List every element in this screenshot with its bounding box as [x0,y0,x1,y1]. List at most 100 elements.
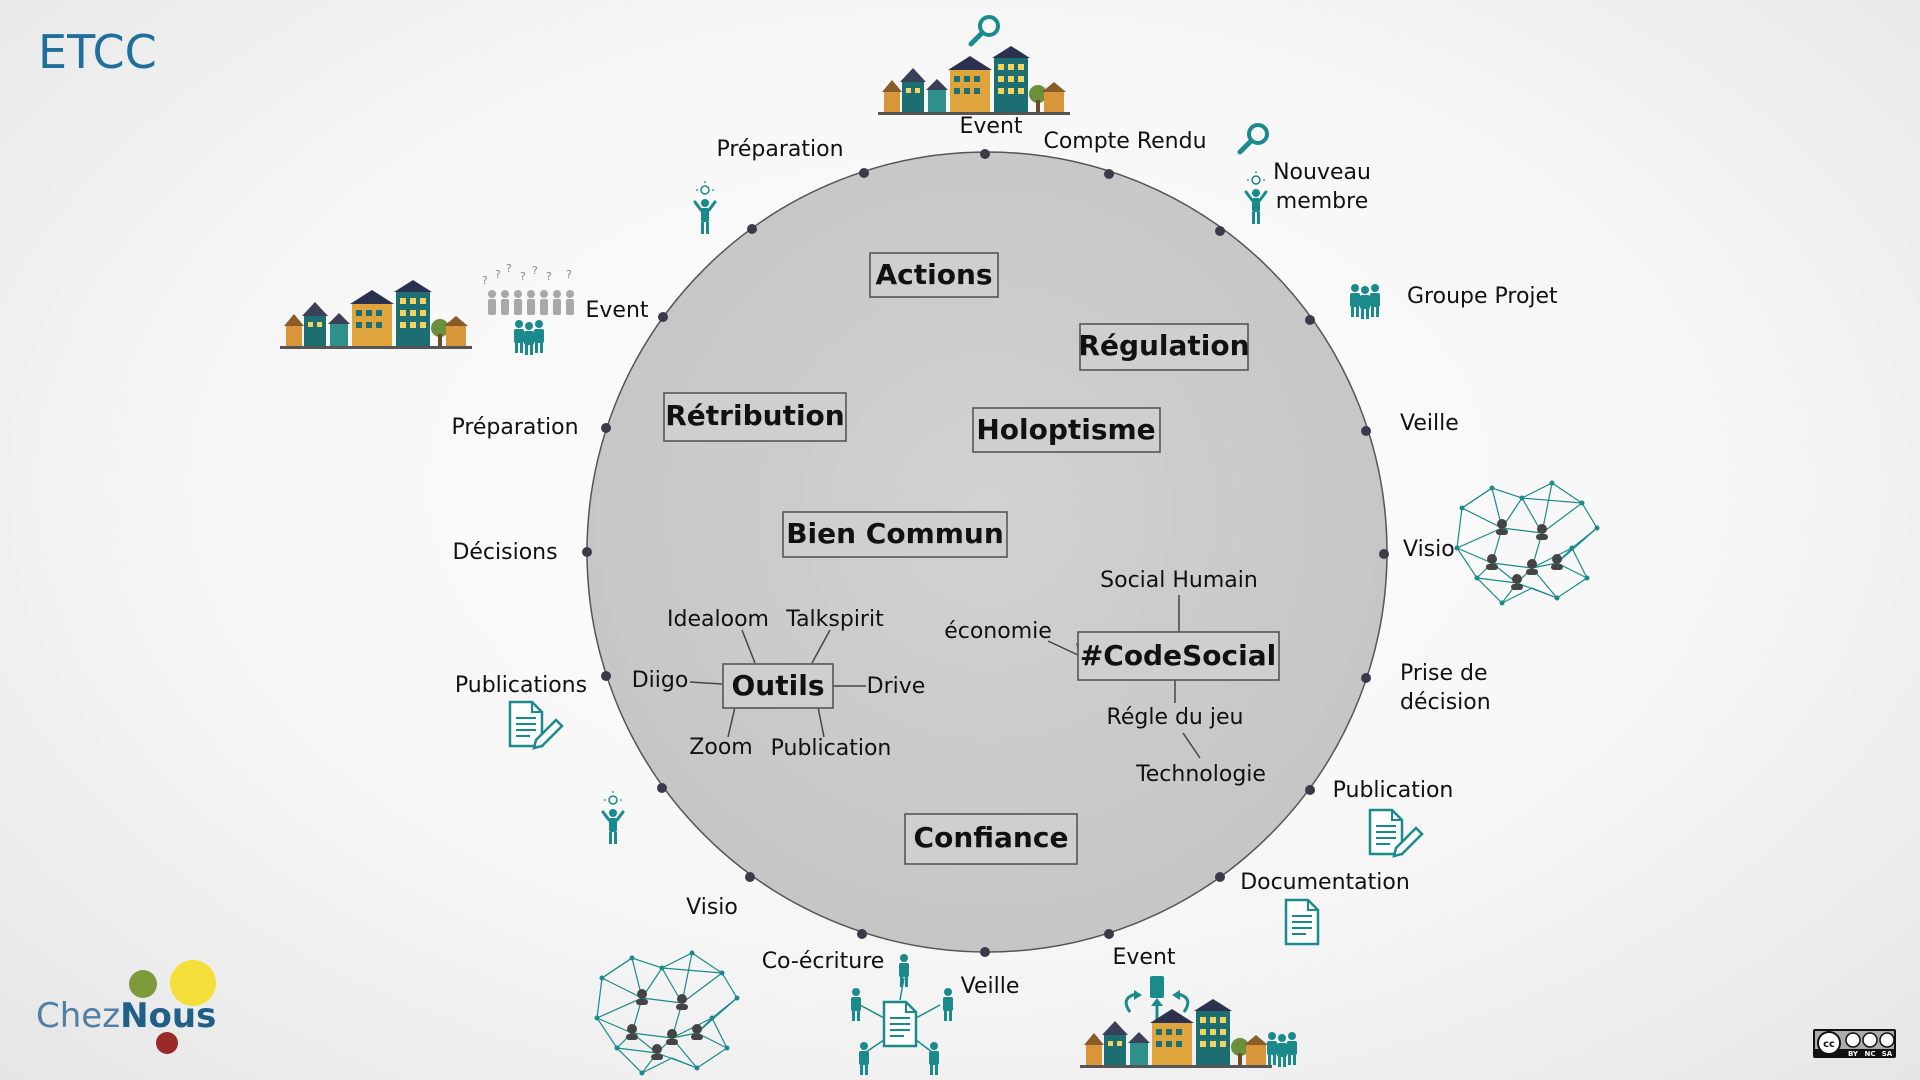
cycle-marker [1361,426,1371,436]
logo-part1: Chez [36,996,120,1036]
person-icon [851,988,861,1021]
step-publications: Publications [455,673,587,698]
network-map-icon [593,949,741,1077]
tool-label-zoom: Zoom [689,735,752,760]
cycle-marker [1379,549,1389,559]
village-icon [878,46,1070,115]
step-visio-right: Visio [1403,537,1455,562]
person-icon [943,988,953,1021]
cycle-marker [1215,226,1225,236]
document-icon [882,1000,918,1048]
cycle-marker [747,224,757,234]
tool-label-diigo: Diigo [632,668,689,693]
codesocial-hub: #CodeSocial Social Humain économie Régle… [944,568,1280,787]
document-edit-icon [1370,810,1422,856]
cycle-marker [859,168,869,178]
cheznous-logo: ChezNous [36,960,216,1054]
step-groupe-projet: Groupe Projet [1407,284,1558,309]
cycle-marker [658,312,668,322]
document-edit-icon [510,702,562,748]
step-prise-de-decision-text: Prise de décision [1400,661,1491,715]
concept-box [1079,323,1249,371]
concept-label: Actions [875,258,992,291]
concept-bien-commun: Bien Commun [782,511,1008,558]
person-icon [859,1042,869,1075]
step-veille-bottom: Veille [961,974,1020,999]
concept-regulation: Régulation [1078,323,1250,371]
concept-box [1077,631,1280,681]
outils-hub: Outils Idealoom Talkspirit Diigo Drive Z… [632,607,926,761]
step-veille-right: Veille [1400,411,1459,436]
cycle-markers [582,149,1389,957]
concept-holoptisme: Holoptisme [972,407,1161,453]
connector-line [689,681,723,685]
concept-label: Outils [732,669,825,702]
magnifier-icon [1240,125,1267,152]
cycle-marker [1215,872,1225,882]
logo-text: ChezNous [36,996,216,1036]
concept-actions: Actions [869,252,999,298]
tool-label-talkspirit: Talkspirit [785,607,884,632]
step-preparation-top: Préparation [716,137,843,162]
connector-line [1182,732,1201,759]
person-idea-icon [601,789,625,846]
village-icon [280,280,472,349]
group-icon [1350,284,1380,319]
concept-confiance: Confiance [904,813,1078,865]
cc-badge-text: cc [1823,1039,1835,1050]
step-publication-right: Publication [1333,778,1454,803]
cycle-marker [1104,169,1114,179]
crowd-questions-icon [482,262,574,315]
cycle-marker [601,423,611,433]
cycle-marker [582,547,592,557]
event-launch-icon [1124,976,1190,1020]
branch-label-social-humain: Social Humain [1100,568,1258,593]
connector-line [741,629,756,664]
network-map-icon [1453,479,1601,607]
co-writing-icon [851,954,953,1075]
cycle-marker [857,929,867,939]
step-decisions: Décisions [452,540,557,565]
step-event-left: Event [585,298,648,323]
cycle-marker [745,872,755,882]
page-title: ETCC [38,25,157,79]
cc-term-sa: SA [1882,1050,1893,1058]
cycle-marker [1361,673,1371,683]
person-icon [929,1042,939,1075]
person-idea-icon [693,179,717,236]
group-icon [514,320,544,355]
group-icon [1267,1032,1297,1067]
icons [280,17,1601,1077]
connector-line [811,629,831,664]
cycle-marker [601,671,611,681]
concept-box [722,663,834,709]
document-icon [1284,898,1320,946]
tool-label-drive: Drive [867,674,926,699]
step-visio-left: Visio [686,895,738,920]
step-preparation-left: Préparation [451,415,578,440]
cycle-marker [980,149,990,159]
step-compte-rendu: Compte Rendu [1043,129,1206,154]
cc-term-by: BY [1848,1050,1859,1058]
cycle-marker [980,947,990,957]
cycle-marker [1305,315,1315,325]
concept-box [904,813,1078,865]
village-icon [1080,999,1272,1068]
tool-label-publication: Publication [771,736,892,761]
concept-label: Holoptisme [976,413,1155,446]
cc-term-nc: NC [1865,1050,1876,1058]
concept-label: Bien Commun [786,517,1004,550]
concept-box [972,407,1161,453]
logo-part2: Nous [120,996,216,1036]
branch-label-regle-du-jeu: Régle du jeu [1107,705,1244,730]
step-documentation: Documentation [1240,870,1410,895]
step-prise-de-decision: Prise de décision [1400,661,1491,715]
concept-box [869,252,999,298]
concept-box [782,511,1008,558]
connector-line [1047,640,1079,656]
concept-retribution: Rétribution [663,392,847,442]
step-nouveau-membre: Nouveau membre [1273,160,1371,214]
cycle-labels: Event Compte Rendu Nouveau membre Groupe… [451,114,1558,999]
cycle-marker [1104,929,1114,939]
concept-box [663,392,847,442]
